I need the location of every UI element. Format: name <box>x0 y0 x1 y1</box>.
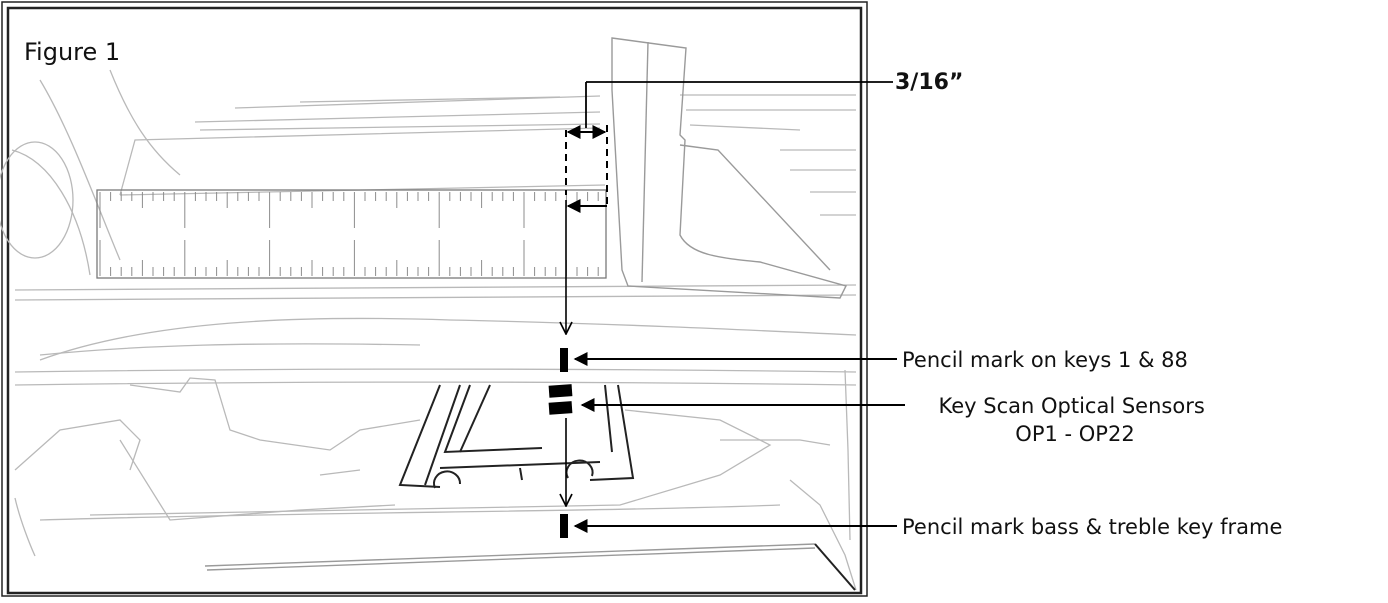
ruler <box>96 189 607 279</box>
callout-key-scan-sensors: Key Scan Optical Sensors OP1 - OP22 <box>939 394 1212 446</box>
sensor-bracket <box>398 384 635 489</box>
figure-title: Figure 1 <box>24 38 120 66</box>
optical-sensor-upper <box>548 384 573 398</box>
frame-outer <box>1 1 868 597</box>
dimension-label: 3/16” <box>895 70 963 95</box>
optical-sensor-lower <box>548 401 573 415</box>
dimension-markup <box>566 81 893 506</box>
callout-pencil-mark-frame: Pencil mark bass & treble key frame <box>902 515 1282 539</box>
square-tool <box>611 37 848 299</box>
pencil-mark-frame <box>560 514 568 538</box>
pencil-mark-key <box>560 348 568 372</box>
callout-pencil-mark-keys: Pencil mark on keys 1 & 88 <box>902 348 1188 372</box>
piano-sketch <box>0 69 857 591</box>
frame-inner <box>6 6 863 595</box>
